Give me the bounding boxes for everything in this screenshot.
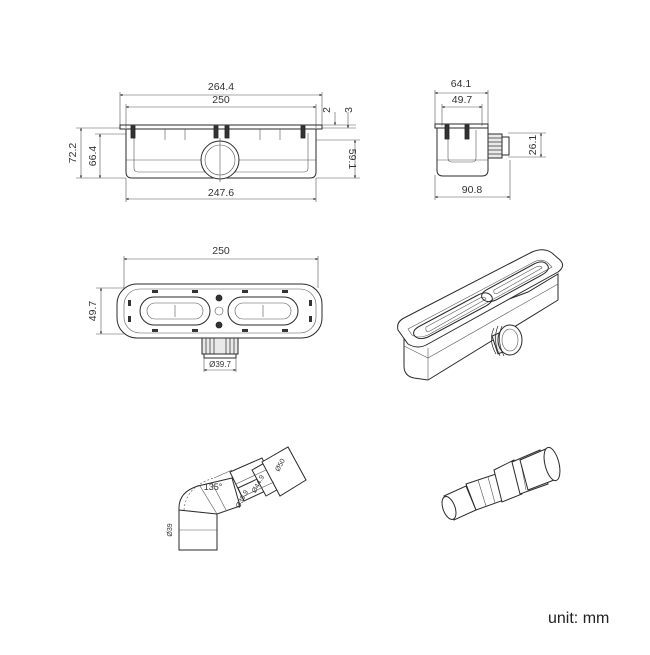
dim-body-height: 66.4	[87, 146, 99, 167]
dim-top-length: 250	[212, 245, 230, 257]
side-view: 64.1 49.7 90.8 26.1	[434, 78, 546, 200]
dim-top-width: 49.7	[87, 301, 99, 322]
dim-inner-width: 250	[212, 94, 230, 106]
dim-base-width: 247.6	[208, 187, 234, 199]
dim-side-depth: 90.8	[462, 184, 483, 196]
dim-flange-thin: 2	[321, 107, 333, 113]
isometric-view	[397, 249, 564, 381]
dim-side-inner-width: 49.7	[452, 94, 473, 106]
dim-overall-height: 72.2	[67, 143, 79, 164]
front-view: 264.4 250 247.6 72.2 66.4 59.1 2 3	[67, 81, 360, 202]
dim-right-height: 59.1	[346, 149, 358, 170]
dim-outlet-diameter: Ø39.7	[209, 360, 231, 369]
elbow-perspective-view	[441, 446, 561, 521]
dim-overall-width: 264.4	[208, 81, 234, 93]
top-view: 250 49.7 Ø39.7	[87, 245, 323, 372]
elbow-angle: 135°	[204, 482, 223, 492]
dim-side-top-width: 64.1	[451, 78, 472, 90]
dim-flange-thick: 3	[343, 107, 355, 113]
dim-outlet-height: 26.1	[527, 135, 539, 156]
unit-label: unit: mm	[548, 610, 609, 627]
elbow-dimensioned-view: 135° Ø50 Ø44.9 Ø39.9 Ø39	[167, 446, 307, 551]
elbow-d39: Ø39	[167, 523, 174, 536]
